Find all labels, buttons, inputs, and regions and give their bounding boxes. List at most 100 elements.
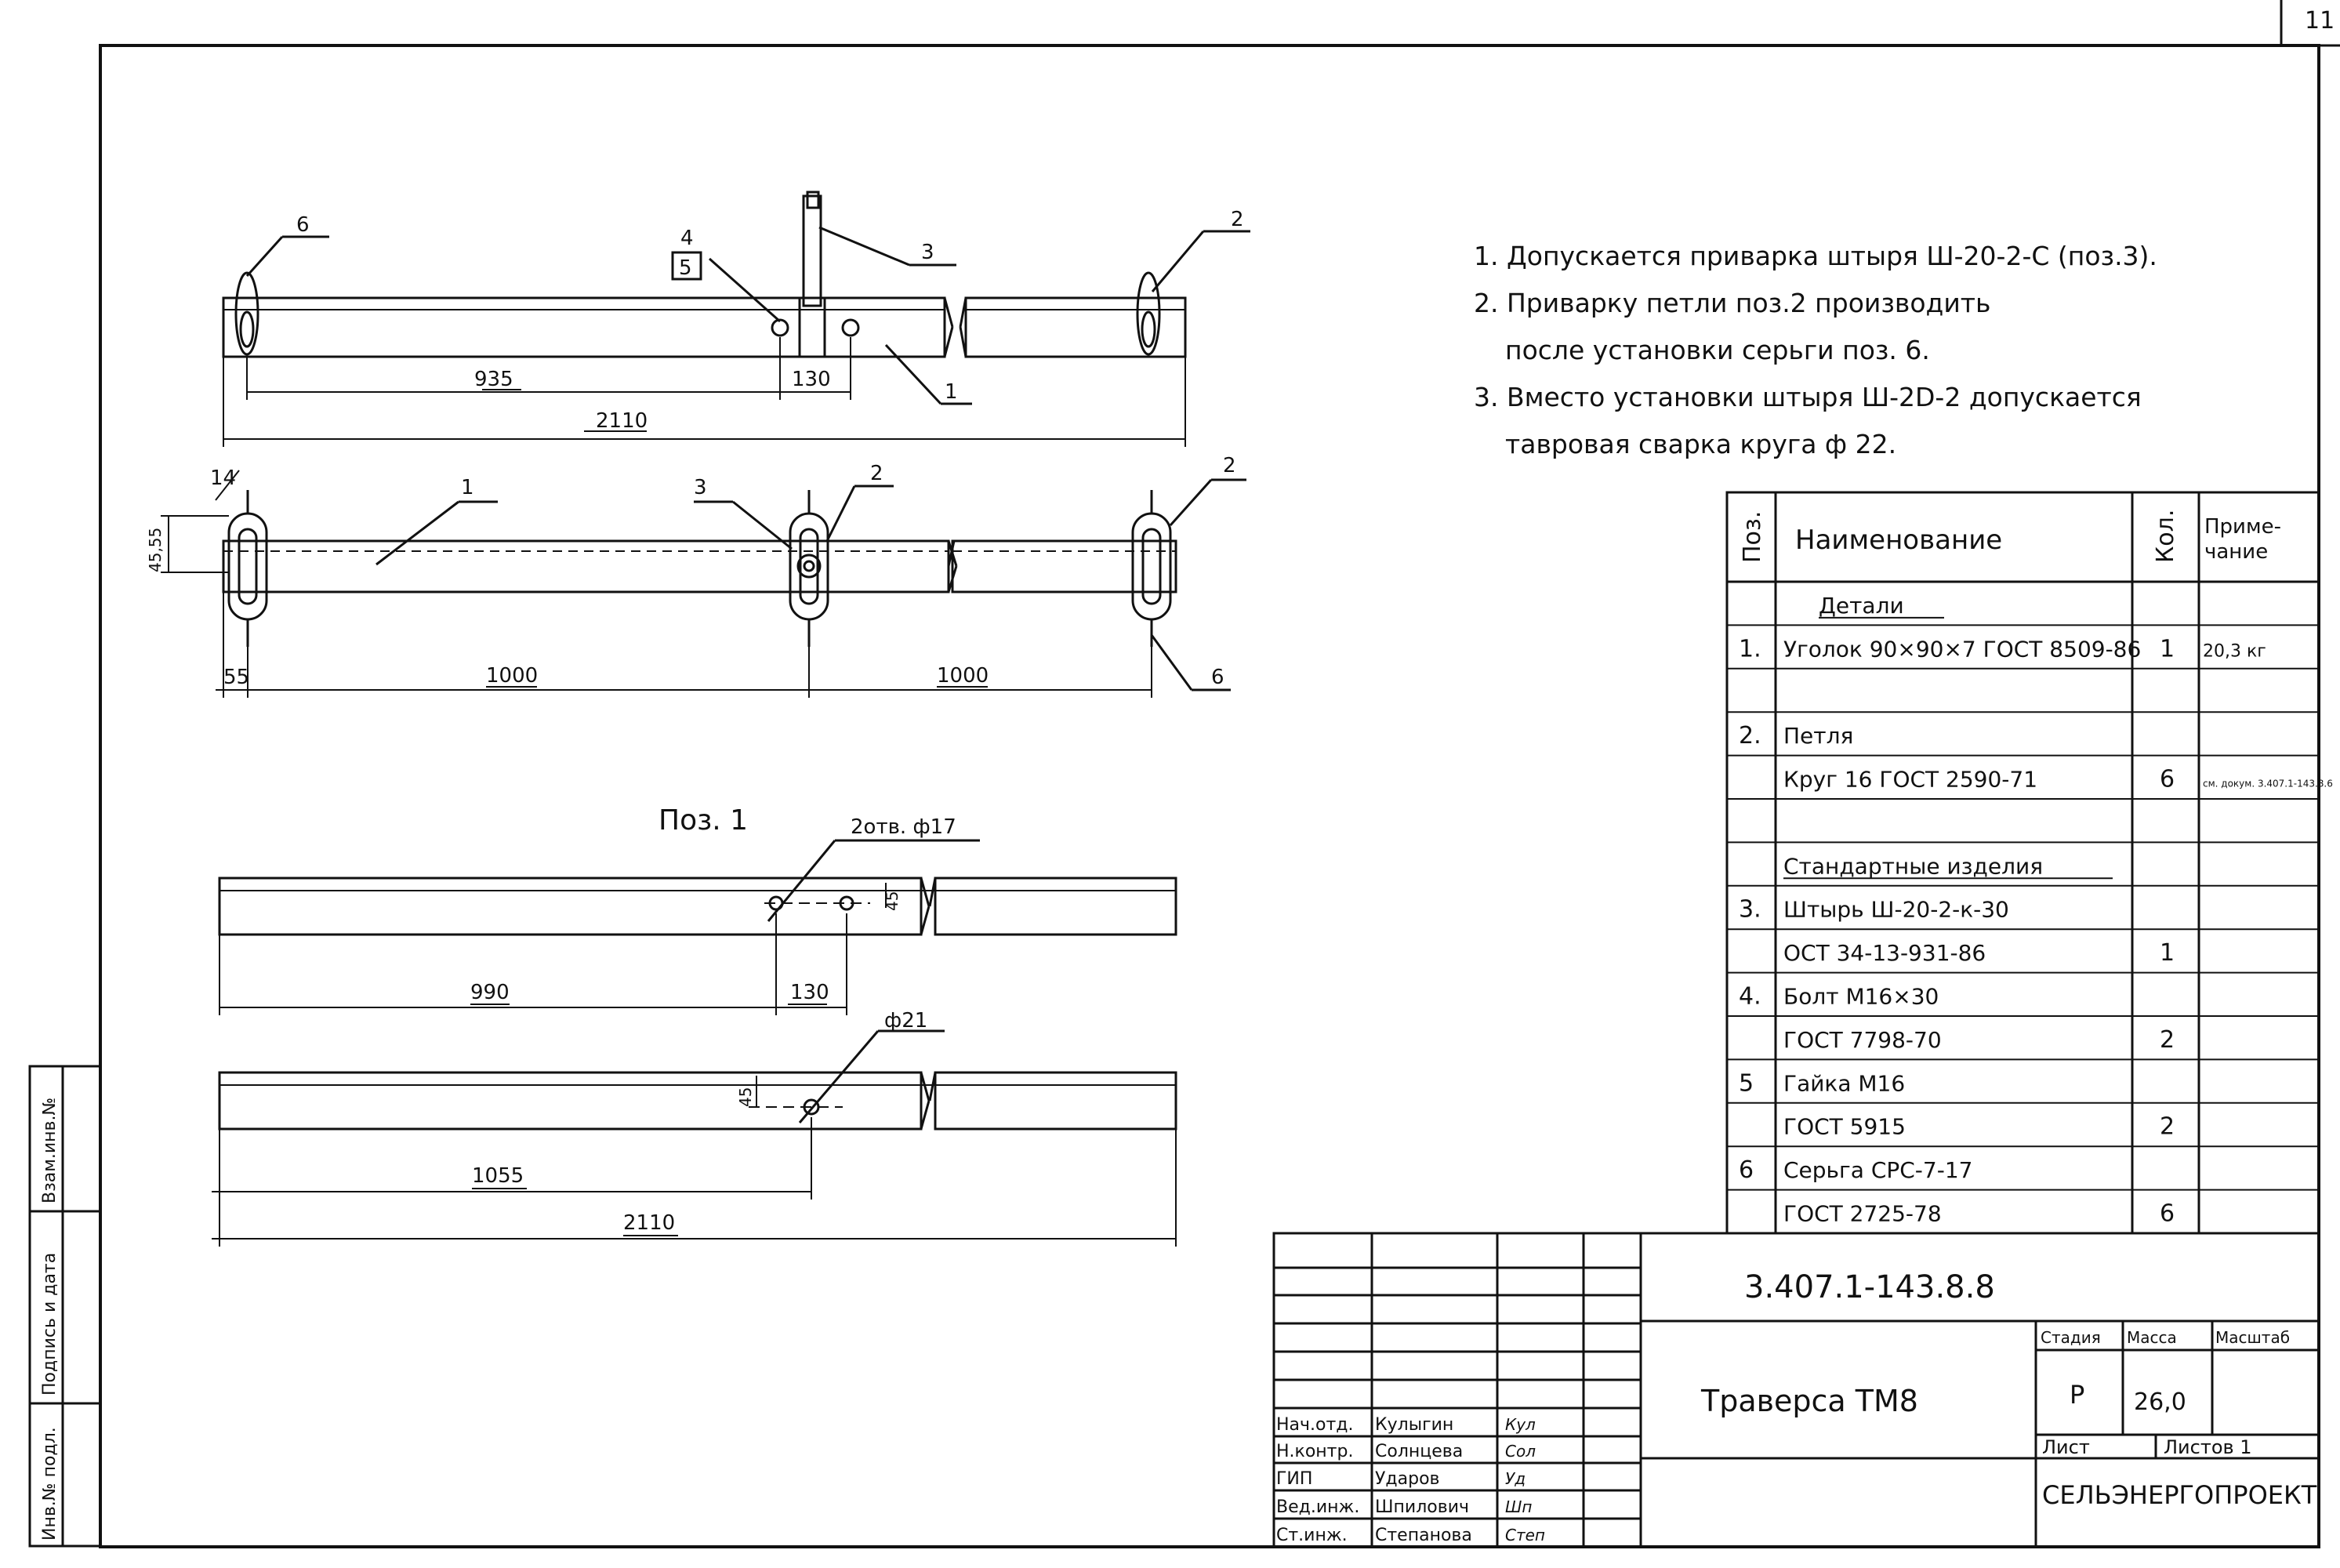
spec-cell-pos: 3. bbox=[1739, 896, 1761, 924]
staff-name: Солнцева bbox=[1375, 1442, 1463, 1461]
v1-callout-4: 4 bbox=[680, 227, 694, 250]
note-3: 3. Вместо установки штыря Ш-2D-2 допуска… bbox=[1474, 382, 2142, 412]
staff-role: ГИП bbox=[1276, 1469, 1312, 1489]
v1-callout-5-box bbox=[671, 251, 702, 281]
spec-cell-pos: 2. bbox=[1739, 722, 1761, 750]
pos1a-dim-990: 990 bbox=[470, 981, 510, 1004]
pos1b-dim-45: 45 bbox=[736, 1087, 755, 1107]
spec-cell-name: Круг 16 ГОСТ 2590-71 bbox=[1783, 766, 2037, 792]
sheet-number: 11 bbox=[2305, 7, 2335, 34]
spec-cell-name: ОСТ 34-13-931-86 bbox=[1783, 940, 1986, 966]
view1-front bbox=[222, 191, 1250, 447]
v2-callout-2b: 2 bbox=[1223, 454, 1236, 477]
pos1b-hole-label: ф21 bbox=[884, 1009, 927, 1033]
staff-signature: Сол bbox=[1505, 1442, 1536, 1461]
spec-cell-name: ГОСТ 2725-78 bbox=[1783, 1200, 1942, 1226]
stage-label: Стадия bbox=[2041, 1328, 2101, 1347]
view2-top bbox=[161, 470, 1246, 698]
spec-cell-pos: 5 bbox=[1739, 1069, 1754, 1097]
spec-cell-qty: 2 bbox=[2160, 1113, 2175, 1141]
staff-name: Шпилович bbox=[1375, 1497, 1469, 1517]
pos1b-dim-2110: 2110 bbox=[623, 1211, 675, 1235]
pos1a-detail bbox=[218, 839, 1177, 1015]
spec-cell-name: Стандартные изделия bbox=[1783, 853, 2043, 879]
spec-cell-name: Петля bbox=[1783, 723, 1853, 749]
pos1b-dim-1055: 1055 bbox=[472, 1164, 524, 1188]
pos1a-hole-label: 2отв. ф17 bbox=[851, 815, 956, 839]
spec-cell-qty: 2 bbox=[2160, 1026, 2175, 1054]
v2-callout-3: 3 bbox=[694, 476, 707, 499]
side-stamp-sign: Подпись и дата bbox=[40, 1253, 60, 1396]
spec-cell-name: Серьга СРС-7-17 bbox=[1783, 1157, 1972, 1183]
note-2: 2. Приварку петли поз.2 производить bbox=[1474, 288, 1990, 318]
mass-value: 26,0 bbox=[2134, 1388, 2186, 1416]
spec-cell-name: Штырь Ш-20-2-к-30 bbox=[1783, 897, 2009, 923]
pos1b-detail bbox=[212, 1029, 1177, 1247]
v2-dim-45-55: 45,55 bbox=[146, 528, 165, 572]
spec-header-name: Наименование bbox=[1795, 524, 2002, 556]
staff-signature: Уд bbox=[1505, 1469, 1526, 1488]
spec-cell-note: см. докум. 3.407.1-143.8.6 bbox=[2203, 778, 2333, 789]
staff-name: Кулыгин bbox=[1375, 1415, 1453, 1435]
spec-cell-note: 20,3 кг bbox=[2203, 641, 2266, 661]
spec-cell-qty: 1 bbox=[2160, 635, 2175, 662]
spec-table-grid bbox=[1725, 491, 2320, 1235]
v1-dim-2110: 2110 bbox=[596, 409, 648, 433]
note-1: 1. Допускается приварка штыря Ш-20-2-С (… bbox=[1474, 241, 2157, 271]
spec-cell-qty: 1 bbox=[2160, 939, 2175, 967]
spec-cell-name: Болт М16×30 bbox=[1783, 983, 1939, 1009]
sheet-label: Лист bbox=[2042, 1436, 2090, 1458]
stage-value: Р bbox=[2070, 1380, 2084, 1410]
note-2b: после установки серьги поз. 6. bbox=[1505, 335, 1930, 365]
pos1a-dim-130: 130 bbox=[790, 981, 829, 1004]
scale-label: Масштаб bbox=[2215, 1328, 2290, 1347]
staff-name: Степанова bbox=[1375, 1526, 1472, 1545]
side-stamp-inv: Инв.№ подл. bbox=[40, 1427, 60, 1541]
v2-callout-6: 6 bbox=[1211, 666, 1224, 689]
v2-callout-1: 1 bbox=[461, 476, 474, 499]
spec-cell-name: Гайка М16 bbox=[1783, 1070, 1905, 1096]
v2-dim-55: 55 bbox=[223, 666, 249, 689]
v2-dim-1000b: 1000 bbox=[937, 664, 989, 688]
spec-table-rows: Детали 1. Уголок 90×90×7 ГОСТ 8509-86 1 20,3… bbox=[1727, 593, 2333, 1227]
v1-callout-3: 3 bbox=[921, 241, 934, 264]
spec-cell-pos: 6 bbox=[1739, 1156, 1754, 1184]
spec-cell-qty: 6 bbox=[2160, 1200, 2175, 1227]
spec-cell-name: Детали bbox=[1819, 593, 1904, 619]
notes: 1. Допускается приварка штыря Ш-20-2-С (… bbox=[1474, 241, 2157, 459]
staff-signature: Шп bbox=[1505, 1497, 1532, 1516]
v1-callout-5: 5 bbox=[679, 256, 692, 280]
note-3b: тавровая сварка круга ф 22. bbox=[1505, 429, 1896, 459]
v2-callout-14: 14 bbox=[210, 466, 236, 490]
spec-header-qty: Кол. bbox=[2152, 510, 2179, 563]
v1-dim-130: 130 bbox=[792, 368, 831, 391]
sheets-label: Листов 1 bbox=[2164, 1436, 2252, 1458]
pos1-title: Поз. 1 bbox=[658, 804, 748, 837]
doc-code: 3.407.1-143.8.8 bbox=[1744, 1269, 1995, 1305]
spec-cell-name: ГОСТ 7798-70 bbox=[1783, 1027, 1942, 1053]
v1-callout-1: 1 bbox=[945, 380, 958, 404]
staff-name: Ударов bbox=[1375, 1469, 1440, 1489]
title-block-grid bbox=[1272, 1232, 2320, 1548]
staff-signature: Степ bbox=[1505, 1526, 1545, 1544]
drawing-title: Траверса ТМ8 bbox=[1700, 1384, 1918, 1418]
spec-cell-pos: 1. bbox=[1739, 635, 1761, 662]
staff-signature: Кул bbox=[1505, 1415, 1536, 1434]
spec-cell-name: ГОСТ 5915 bbox=[1783, 1114, 1906, 1140]
spec-cell-name: Уголок 90×90×7 ГОСТ 8509-86 bbox=[1783, 636, 2141, 662]
v2-callout-2a: 2 bbox=[870, 462, 883, 485]
side-stamp-vzam: Взам.инв.№ bbox=[40, 1098, 60, 1203]
side-stamp bbox=[28, 1065, 102, 1548]
org-name: СЕЛЬЭНЕРГОПРОЕКТ bbox=[2042, 1480, 2317, 1510]
v1-callout-2: 2 bbox=[1231, 208, 1244, 231]
spec-cell-pos: 4. bbox=[1739, 982, 1761, 1010]
staff-role: Нач.отд. bbox=[1276, 1415, 1354, 1435]
staff-role: Н.контр. bbox=[1276, 1442, 1353, 1461]
v1-callout-6: 6 bbox=[296, 213, 310, 237]
spec-header-pos: Поз. bbox=[1739, 511, 1766, 563]
v1-dim-935: 935 bbox=[474, 368, 513, 391]
v2-dim-1000a: 1000 bbox=[486, 664, 538, 688]
spec-cell-qty: 6 bbox=[2160, 765, 2175, 793]
